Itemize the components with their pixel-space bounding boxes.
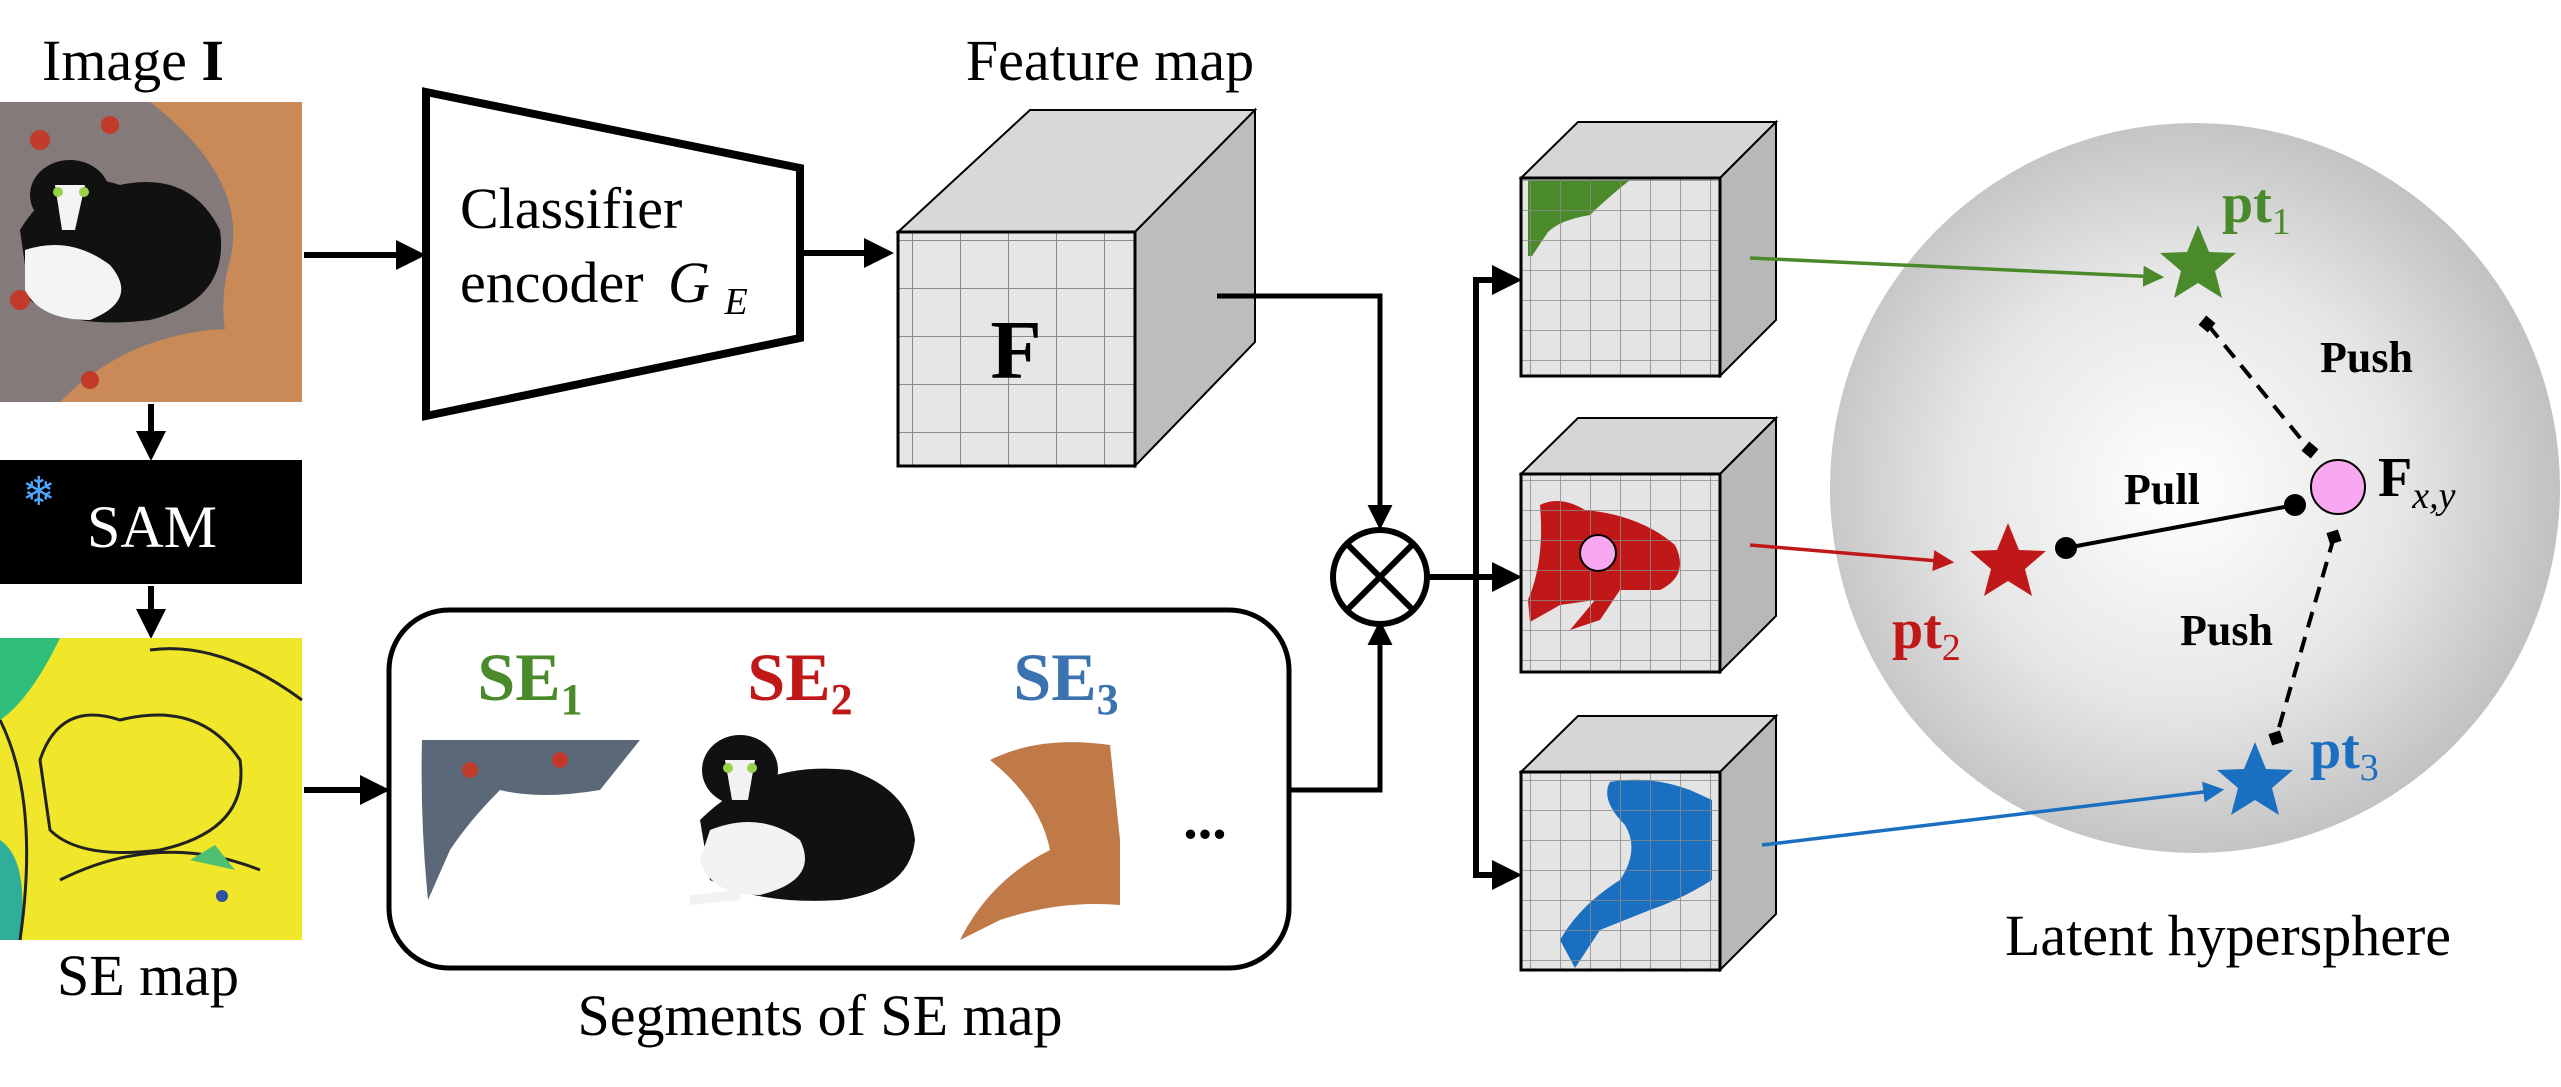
segments-ellipsis: ... [1183, 786, 1227, 851]
feature-map-label: Feature map [966, 28, 1254, 93]
latent-hypersphere-label: Latent hypersphere [2005, 903, 2451, 968]
segment-label-2: SE2 [747, 639, 852, 724]
image-label: Image I [42, 28, 224, 93]
segment-thumb-2 [689, 735, 915, 905]
arrow-feature-to-multiply [1217, 293, 1393, 530]
masked-cube-3 [1518, 713, 1779, 973]
arrow-cube3-to-pt3 [1761, 781, 2225, 847]
circled-times-icon [1330, 527, 1430, 627]
prototype-label-2: pt2 [1892, 599, 1961, 669]
anchor-label: Fx,y [2378, 447, 2456, 517]
arrow-cube1-to-pt1 [1749, 256, 2165, 287]
segment-thumb-3 [960, 742, 1120, 940]
push-line-top [2206, 323, 2312, 452]
push-label-top: Push [2320, 333, 2413, 382]
segments-box: SE1 SE2 SE3 ... [386, 607, 1292, 971]
prototype-label-1: pt1 [2222, 173, 2291, 243]
feature-map-cube: F [895, 107, 1258, 469]
snowflake-icon: ❄ [22, 469, 56, 514]
masked-cube-2 [1518, 415, 1779, 675]
push-line-bottom [2274, 536, 2336, 739]
branch-arrows [1428, 265, 1522, 890]
encoder-label-line2: encoder G E [460, 250, 748, 323]
feature-symbol: F [990, 304, 1041, 397]
arrow-cube2-to-pt2 [1749, 543, 1955, 572]
pull-label: Pull [2124, 465, 2200, 514]
masked-cube-1 [1518, 119, 1779, 379]
sam-label: SAM [87, 494, 217, 560]
encoder-label-line1: Classifier [460, 176, 682, 241]
input-image [0, 102, 302, 402]
segment-label-3: SE3 [1013, 639, 1118, 724]
segments-caption: Segments of SE map [578, 983, 1063, 1048]
segment-label-1: SE1 [477, 639, 582, 724]
latent-hypersphere [1830, 123, 2560, 853]
prototype-star-1 [2160, 225, 2236, 298]
se-map-label: SE map [57, 943, 239, 1008]
sam-box: ❄ SAM [0, 460, 302, 584]
arrow-segments-to-multiply [1290, 620, 1393, 793]
push-label-bottom: Push [2180, 606, 2273, 655]
prototype-label-3: pt3 [2310, 719, 2379, 789]
se-map-image [0, 638, 303, 941]
segment-thumb-1 [421, 740, 640, 900]
classifier-encoder: Classifier encoder G E [422, 87, 804, 421]
pull-line [2065, 503, 2296, 550]
anchor-point [2310, 459, 2366, 515]
prototype-star-3 [2217, 742, 2293, 815]
prototype-star-2 [1970, 523, 2046, 596]
